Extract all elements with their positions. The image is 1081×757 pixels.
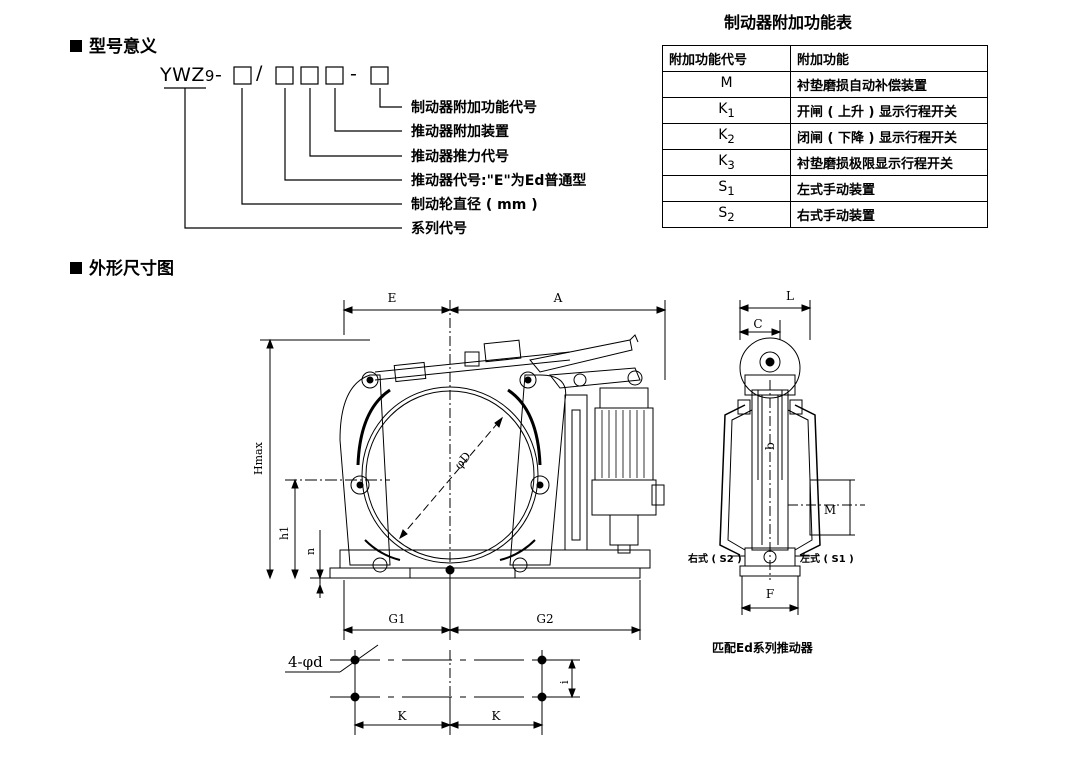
table-row: K3 衬垫磨损极限显示行程开关 [662, 149, 988, 176]
model-size: 9 [204, 67, 215, 85]
dim-label-a: A [553, 291, 563, 305]
dim-label-diameter: φD [452, 449, 474, 472]
section-title-outline-dims: 外形尺寸图 [70, 254, 174, 279]
dim-label-k1: K [398, 709, 408, 723]
model-sep-2: - [350, 63, 358, 85]
dim-label-m: M [824, 503, 836, 517]
dim-label-holes: 4-φd [288, 653, 323, 671]
table-cell-desc: 衬垫磨损极限显示行程开关 [790, 149, 988, 176]
legend-item-actuator-code: 推动器代号:"E"为Ed普通型 [411, 173, 587, 189]
table-cell-desc: 衬垫磨损自动补偿装置 [790, 71, 988, 98]
front-view-drawing: E A Hmax h1 n φD G1 G2 4-φd i K K [252, 291, 667, 735]
legend-item-function-code: 制动器附加功能代号 [411, 100, 537, 116]
dim-label-l: L [786, 289, 794, 303]
legend-item-actuator-device: 推动器附加装置 [411, 124, 509, 140]
bolt-hole [537, 692, 547, 702]
table-row: M 衬垫磨损自动补偿装置 [662, 71, 988, 98]
code-box-function [370, 66, 389, 85]
label-left-type: 左式 ( S1 ) [800, 554, 854, 565]
dim-label-g2: G2 [536, 612, 553, 626]
code-box-thrust [300, 66, 319, 85]
code-box-device [325, 66, 344, 85]
dim-label-hmax: Hmax [252, 441, 265, 475]
table-cell-desc: 右式手动装置 [790, 201, 988, 228]
table-row: K2 闭闸 ( 下降 ) 显示行程开关 [662, 123, 988, 150]
dim-label-e: E [388, 291, 397, 305]
table-cell-desc: 左式手动装置 [790, 175, 988, 202]
model-code-leader-lines [164, 66, 402, 229]
table-row: K1 开闸 ( 上升 ) 显示行程开关 [662, 97, 988, 124]
dim-label-b: b [763, 442, 777, 450]
dim-label-i: i [558, 680, 571, 684]
model-slash: / [256, 62, 263, 84]
header-function: 附加功能 [790, 45, 988, 72]
dim-label-g1: G1 [388, 612, 405, 626]
header-code: 附加功能代号 [662, 45, 791, 72]
dim-label-h1: h1 [278, 526, 291, 540]
section-title-model-meaning: 型号意义 [70, 32, 157, 57]
bolt-hole [350, 692, 360, 702]
model-sep-1: - [214, 64, 223, 86]
label-right-type: 右式 ( S2 ) [688, 554, 742, 565]
model-prefix: YWZ [160, 64, 205, 86]
square-bullet-icon [70, 40, 82, 52]
table-cell-code: K1 [662, 97, 791, 124]
square-bullet-icon [70, 262, 82, 274]
bolt-hole [537, 655, 547, 665]
diameter-line [399, 417, 503, 539]
table-header-row: 附加功能代号 附加功能 [662, 45, 988, 72]
function-table: 附加功能代号 附加功能 M 衬垫磨损自动补偿装置 K1 开闸 ( 上升 ) 显示… [662, 45, 988, 228]
code-box-diameter [233, 66, 252, 85]
function-table-title: 制动器附加功能表 [724, 13, 853, 32]
table-row: S2 右式手动装置 [662, 201, 988, 228]
bolt-hole [350, 655, 360, 665]
table-cell-code: S2 [662, 201, 791, 228]
table-cell-code: K3 [662, 149, 791, 176]
table-cell-desc: 闭闸 ( 下降 ) 显示行程开关 [790, 123, 988, 150]
dim-label-c: C [753, 317, 762, 331]
model-code: YWZ9- [160, 64, 222, 86]
table-cell-code: M [662, 71, 791, 98]
dim-label-f: F [766, 587, 774, 601]
side-view-caption: 匹配Ed系列推动器 [712, 641, 813, 655]
legend-item-wheel-diameter: 制动轮直径 ( mm ) [411, 197, 538, 213]
table-row: S1 左式手动装置 [662, 175, 988, 202]
dim-label-k2: K [492, 709, 502, 723]
side-view-drawing: L C b M F [719, 289, 865, 615]
code-box-actuator [275, 66, 294, 85]
table-cell-code: S1 [662, 175, 791, 202]
legend-item-thrust-code: 推动器推力代号 [411, 149, 509, 165]
table-cell-code: K2 [662, 123, 791, 150]
table-cell-desc: 开闸 ( 上升 ) 显示行程开关 [790, 97, 988, 124]
legend-item-series-code: 系列代号 [411, 221, 467, 237]
dim-label-n: n [304, 548, 317, 555]
